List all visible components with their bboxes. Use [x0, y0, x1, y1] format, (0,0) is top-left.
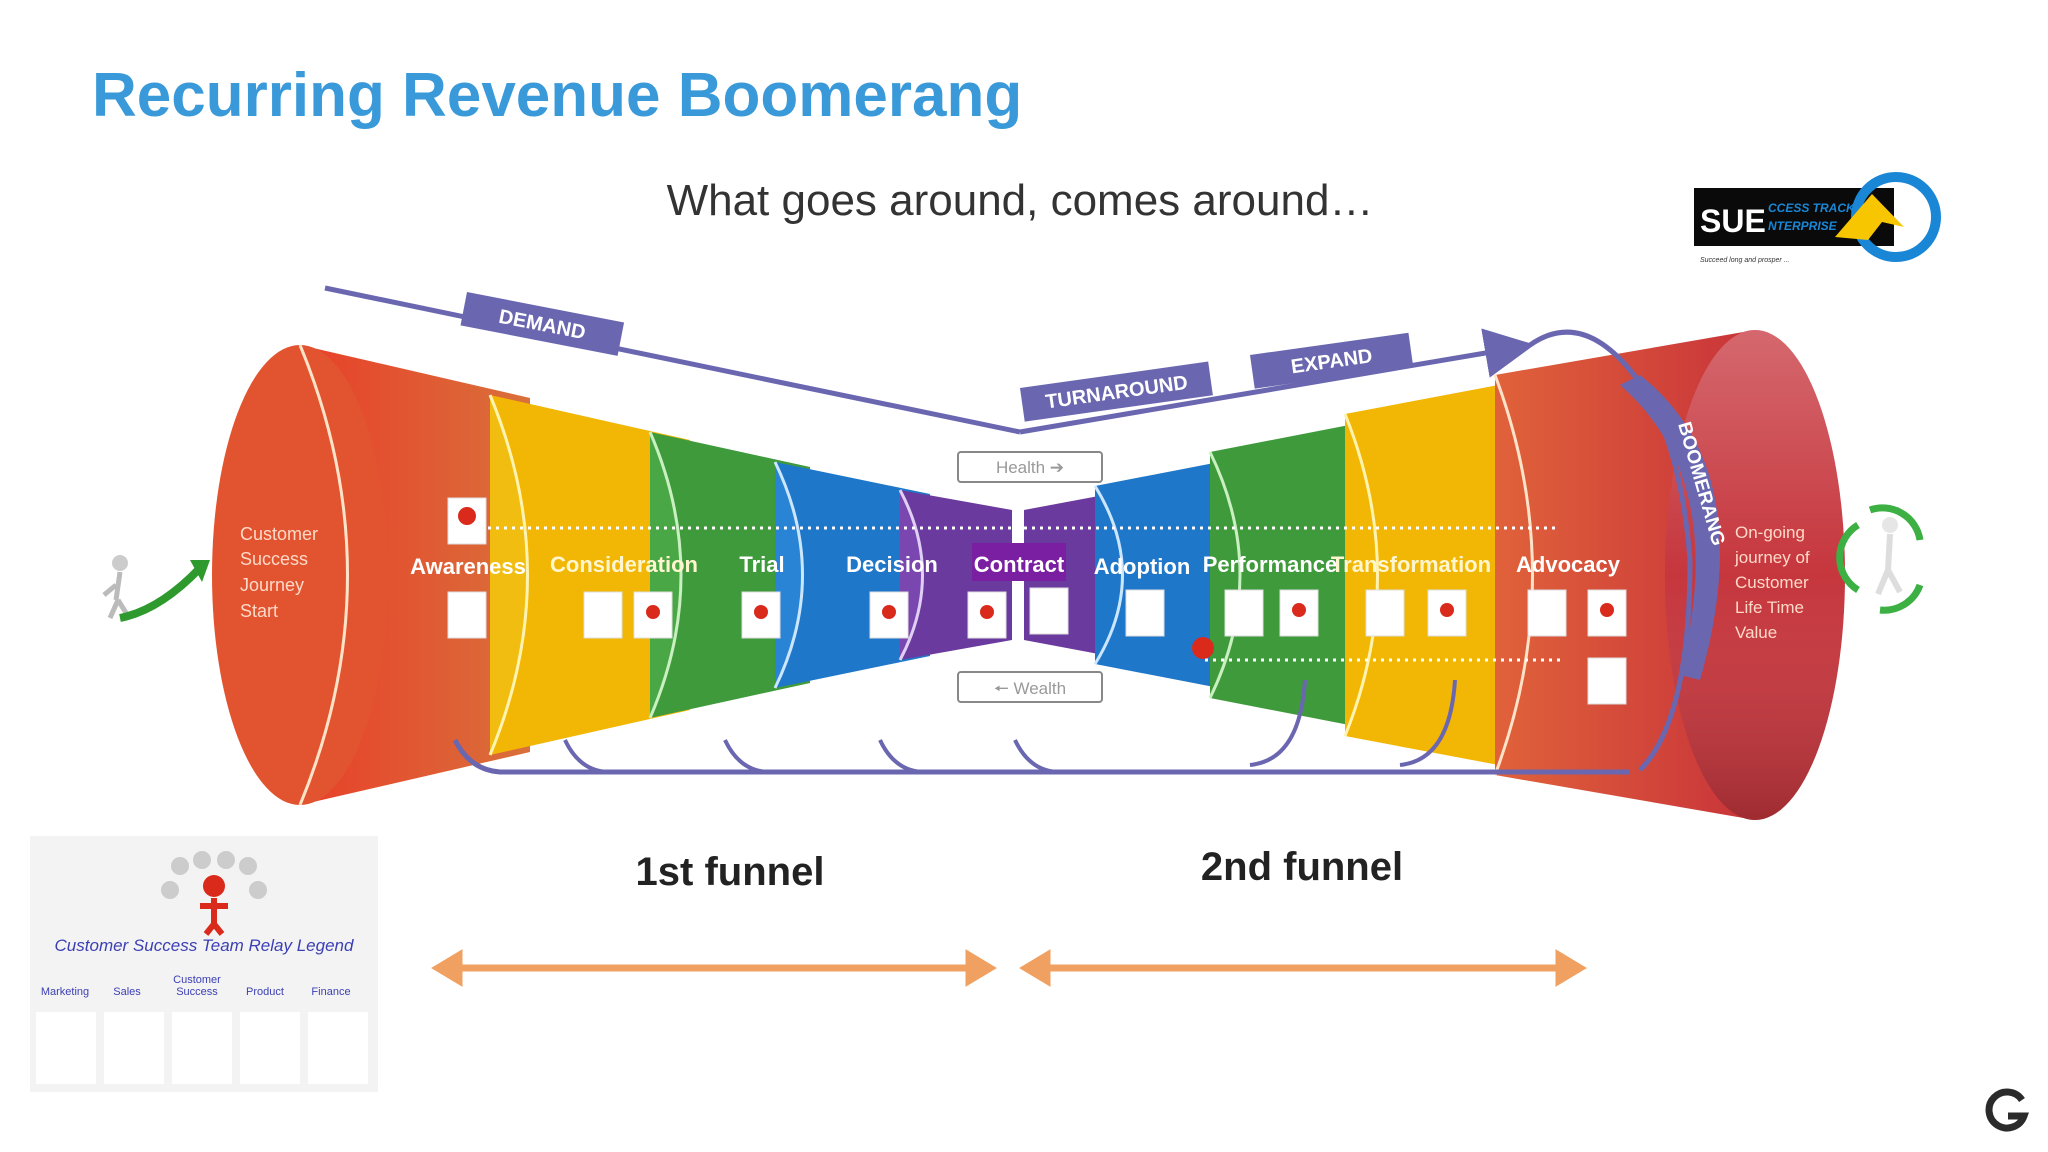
corner-g-logo	[1985, 1088, 2029, 1132]
stage-transformation: Transformation	[1331, 552, 1491, 577]
slide-title: Recurring Revenue Boomerang	[92, 61, 1023, 130]
money-figure-icon	[308, 1012, 368, 1084]
svg-text:Life Time: Life Time	[1735, 598, 1804, 617]
stage-contract: Contract	[974, 552, 1065, 577]
funnel-mouth-left	[212, 345, 388, 805]
expand-path	[1019, 328, 1535, 435]
funnel-seg-green	[650, 432, 810, 718]
health-box	[957, 451, 1103, 483]
role-figures	[458, 507, 1614, 659]
start-label: Customer Success Journey Start	[240, 524, 318, 621]
legend-role-sales: Sales	[113, 986, 141, 998]
stage-consideration: Consideration	[550, 552, 698, 577]
funnel-seg-green-right	[1210, 420, 1375, 730]
chart-figure-icon	[172, 1012, 232, 1084]
svg-text:Journey: Journey	[240, 575, 304, 595]
first-funnel-arrow	[431, 949, 997, 987]
stage-decision: Decision	[846, 552, 938, 577]
logo-line1: CCESS TRACK	[1768, 201, 1856, 215]
logo-abbr: SUE	[1700, 203, 1766, 239]
stage-advocacy: Advocacy	[1516, 552, 1621, 577]
svg-text:Value: Value	[1735, 623, 1777, 642]
stage-performance: Performance	[1203, 552, 1338, 577]
svg-text:Customer: Customer	[240, 524, 318, 544]
second-funnel-label: 2nd funnel	[1201, 845, 1403, 889]
wealth-box	[957, 671, 1103, 703]
stage-adoption: Adoption	[1094, 554, 1191, 579]
contract-box	[972, 543, 1066, 581]
team-relay-legend: Customer Success Team Relay Legend Marke…	[30, 836, 378, 1092]
logo-line2: NTERPRISE	[1768, 219, 1838, 233]
diagram-subtitle: What goes around, comes around…	[667, 176, 1374, 225]
health-label: Health ➔	[996, 458, 1064, 477]
svg-text:Success: Success	[240, 549, 308, 569]
boomerang-band	[1620, 375, 1720, 680]
boomerang-return	[1528, 329, 1693, 772]
return-path	[452, 738, 1630, 775]
handshake-figure-icon	[104, 1012, 164, 1084]
start-runner-icon	[102, 555, 210, 622]
svg-text:Start: Start	[240, 601, 278, 621]
banner-demand-group: DEMAND	[460, 292, 625, 356]
stage-trial: Trial	[739, 552, 784, 577]
svg-text:journey of: journey of	[1734, 548, 1810, 567]
second-funnel-arrow	[1019, 949, 1587, 987]
logo-tagline: Succeed long and prosper ...	[1700, 257, 1790, 264]
left-funnel	[212, 344, 1012, 806]
megaphone-figure-icon	[36, 1012, 96, 1084]
legend-role-finance: Finance	[311, 986, 351, 998]
legend-role-product: Product	[246, 986, 284, 998]
demand-path	[324, 285, 1021, 435]
stage-awareness: Awareness	[410, 554, 526, 579]
svg-text:On-going: On-going	[1735, 523, 1805, 542]
wealth-label: 🠔 Wealth	[994, 679, 1066, 698]
team-huddle-icon	[161, 851, 267, 936]
funnel-seg-yellow	[490, 395, 690, 755]
funnel-seg-yellow-right	[1345, 380, 1525, 770]
legend-title: Customer Success Team Relay Legend	[54, 936, 354, 955]
gear-figure-icon	[240, 1012, 300, 1084]
banner-turnaround-group: TURNAROUND	[1020, 361, 1213, 422]
success-track-logo: SUE CCESS TRACK NTERPRISE Succeed long a…	[1690, 172, 1950, 272]
recycle-runner-icon	[1836, 504, 1924, 614]
legend-role-customer-success: Customer Success	[173, 974, 221, 998]
legend-role-marketing: Marketing	[40, 986, 90, 998]
first-funnel-label: 1st funnel	[636, 850, 825, 894]
end-label: On-going journey of Customer Life Time V…	[1734, 523, 1810, 642]
svg-text:Customer: Customer	[1735, 573, 1809, 592]
banner-expand-group: EXPAND	[1250, 332, 1414, 389]
